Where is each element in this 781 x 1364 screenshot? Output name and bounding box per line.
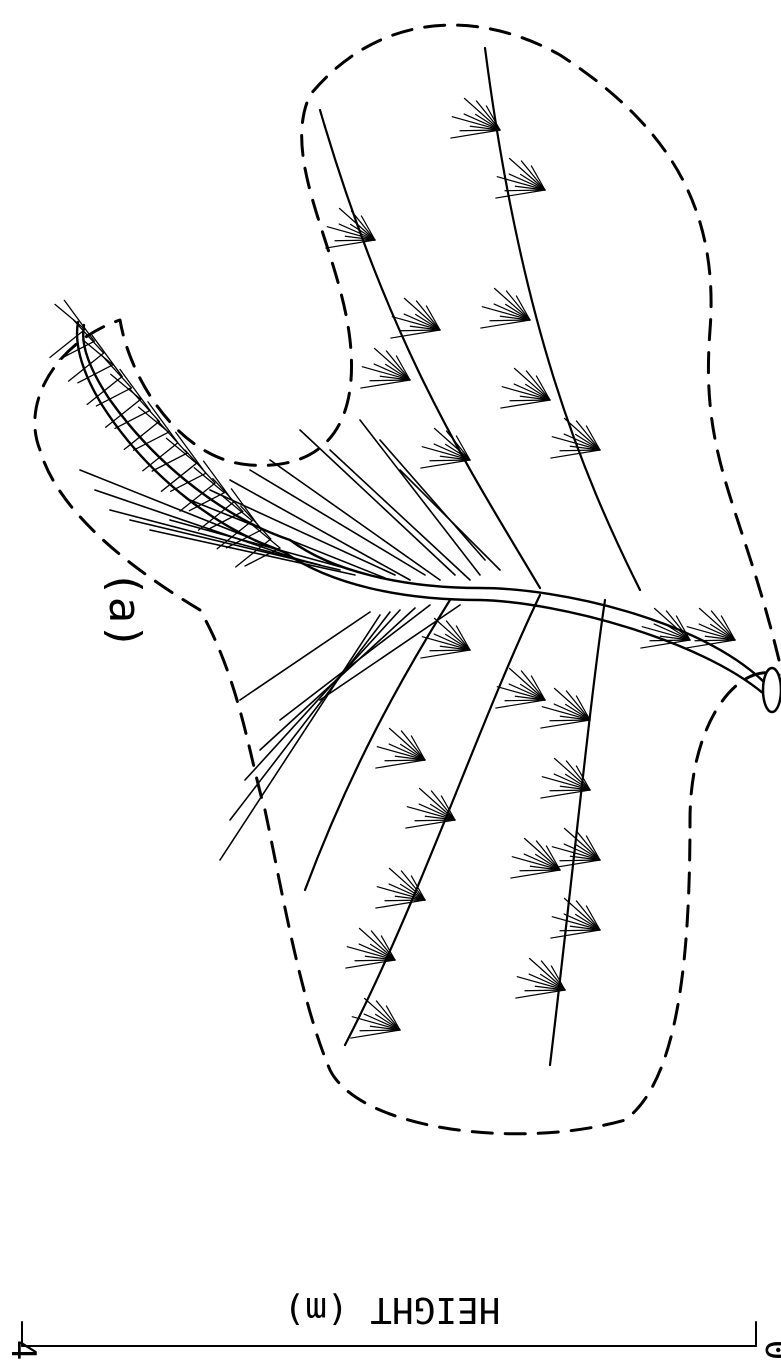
- branch-upper-inner: [485, 48, 640, 590]
- needle-stroke: [157, 420, 187, 453]
- needle-stroke: [496, 700, 545, 708]
- needle-stroke: [521, 671, 545, 700]
- needle-stroke: [551, 930, 600, 938]
- needle-stroke: [416, 301, 440, 330]
- panel-label: (a): [99, 570, 150, 649]
- needle-stroke: [351, 1030, 400, 1038]
- needle-stroke: [171, 473, 206, 491]
- needle-stroke: [711, 611, 735, 640]
- needle-stroke: [320, 605, 460, 700]
- needle-stroke: [566, 761, 590, 790]
- needle-stroke: [106, 399, 141, 427]
- needle-stroke: [240, 612, 370, 700]
- needle-stroke: [87, 376, 122, 404]
- needle-stroke: [406, 820, 455, 828]
- needle-stroke: [245, 610, 400, 780]
- needle-stroke: [95, 490, 300, 560]
- needle-stroke: [230, 612, 390, 820]
- needle-stroke: [476, 101, 500, 130]
- needle-stroke: [481, 320, 530, 328]
- needle-stroke: [576, 421, 600, 450]
- needle-stroke: [360, 420, 480, 575]
- needle-stroke: [451, 130, 500, 138]
- needle-stroke: [391, 330, 440, 338]
- trunk-base: [763, 668, 781, 712]
- needle-stroke: [446, 431, 470, 460]
- scale-tick-4: 4: [3, 1340, 43, 1360]
- needle-stroke: [566, 691, 590, 720]
- needle-stroke: [541, 790, 590, 798]
- needle-stroke: [421, 460, 470, 468]
- needle-stroke: [511, 870, 560, 878]
- needle-stroke: [92, 335, 122, 376]
- needle-stroke: [686, 640, 735, 648]
- needle-stroke: [346, 960, 395, 968]
- needle-stroke: [551, 450, 600, 458]
- needle-stroke: [376, 1001, 400, 1030]
- needle-stroke: [376, 900, 425, 908]
- needle-stroke: [386, 351, 410, 380]
- needle-stroke: [194, 468, 224, 493]
- needle-stroke: [220, 615, 380, 860]
- needle-stroke: [150, 530, 355, 575]
- needle-stroke: [501, 400, 550, 408]
- needle-stroke: [506, 291, 530, 320]
- needle-stroke: [361, 380, 410, 388]
- needle-stroke: [421, 650, 470, 658]
- needle-stroke: [576, 831, 600, 860]
- needle-stroke: [496, 190, 545, 198]
- needle-stroke: [446, 621, 470, 650]
- needle-stroke: [139, 407, 169, 432]
- needle-stroke: [541, 720, 590, 728]
- needle-stroke: [148, 402, 178, 443]
- needle-stroke: [536, 841, 560, 870]
- needle-stroke: [576, 901, 600, 930]
- scale-tick-0: 0: [757, 1340, 781, 1360]
- needle-stroke: [351, 211, 375, 240]
- needle-stroke: [326, 240, 375, 248]
- needle-stroke: [521, 161, 545, 190]
- needle-stroke: [526, 371, 550, 400]
- needle-stroke: [401, 731, 425, 760]
- scale-axis-label: HEIGHT (m): [284, 1289, 501, 1330]
- needle-stroke: [376, 760, 425, 768]
- needle-stroke: [64, 300, 94, 341]
- branch-lower-outer: [305, 600, 450, 890]
- needle-stroke: [96, 388, 131, 406]
